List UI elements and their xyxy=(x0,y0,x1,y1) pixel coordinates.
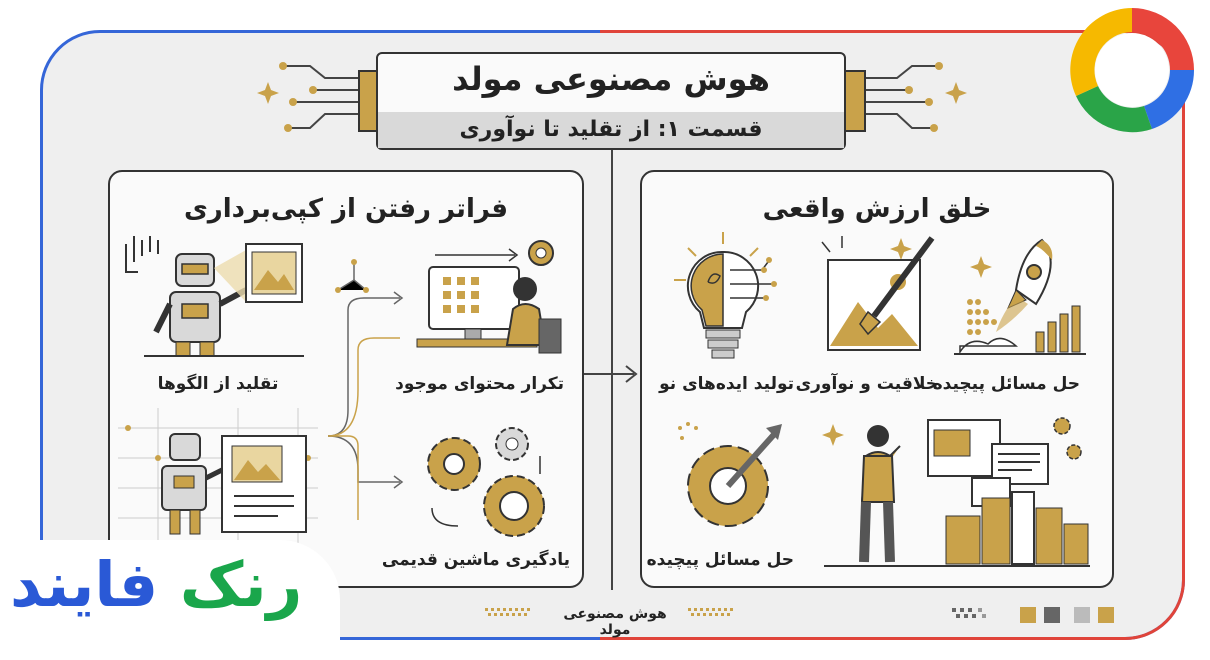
gear-arrow-icon xyxy=(678,422,782,527)
footer-pattern-left xyxy=(485,608,530,616)
center-divider xyxy=(611,150,613,590)
label-creativity: خلاقیت و نوآوری xyxy=(795,374,938,394)
label-new-ideas: تولید ایده‌های نو xyxy=(659,374,794,394)
person-city-icon xyxy=(822,417,1090,567)
brand-word-find: فایند xyxy=(10,548,159,621)
gears-icon xyxy=(427,427,545,537)
page-subtitle: قسمت ۱: از تقلید تا نوآوری xyxy=(378,112,844,148)
title-tab-right xyxy=(844,70,866,132)
logo-ring-icon xyxy=(1070,8,1195,133)
label-imitation: تقلید از الگوها xyxy=(157,374,279,394)
page-title: هوش مصنوعی مولد xyxy=(452,60,770,98)
robot-document-icon xyxy=(118,408,318,548)
brand-word-rank: رنک xyxy=(179,548,303,621)
person-computer-icon xyxy=(416,240,562,354)
label-repeat-content: تکرار محتوای موجود xyxy=(395,374,564,394)
footer-text: هوش مصنوعی مولد xyxy=(563,606,667,638)
label-complex-problems-2: حل مسائل پیچیده xyxy=(646,550,794,570)
label-old-machine-learning: یادگیری ماشین قدیمی xyxy=(381,550,570,570)
circuit-lines-left xyxy=(257,62,377,132)
footer-color-swatches xyxy=(952,607,1114,623)
rocket-growth-icon xyxy=(954,238,1086,355)
paintbrush-creativity-icon xyxy=(821,236,935,351)
brand-logo-text: رنک فایند xyxy=(10,548,302,621)
outer-frame-red-edge xyxy=(600,30,1185,640)
robot-copying-icon xyxy=(125,236,304,357)
right-panel-title: خلق ارزش واقعی xyxy=(762,194,992,224)
label-complex-problems-1: حل مسائل پیچیده xyxy=(932,374,1080,394)
branch-arrows xyxy=(328,259,404,520)
lightbulb-idea-icon xyxy=(674,232,777,359)
left-panel-title: فراتر رفتن از کپی‌برداری xyxy=(183,194,509,224)
footer-pattern-right xyxy=(688,608,733,616)
center-arrow-icon xyxy=(580,365,638,383)
brand-badge xyxy=(0,540,340,660)
title-box: هوش مصنوعی مولد قسمت ۱: از تقلید تا نوآو… xyxy=(376,52,846,150)
